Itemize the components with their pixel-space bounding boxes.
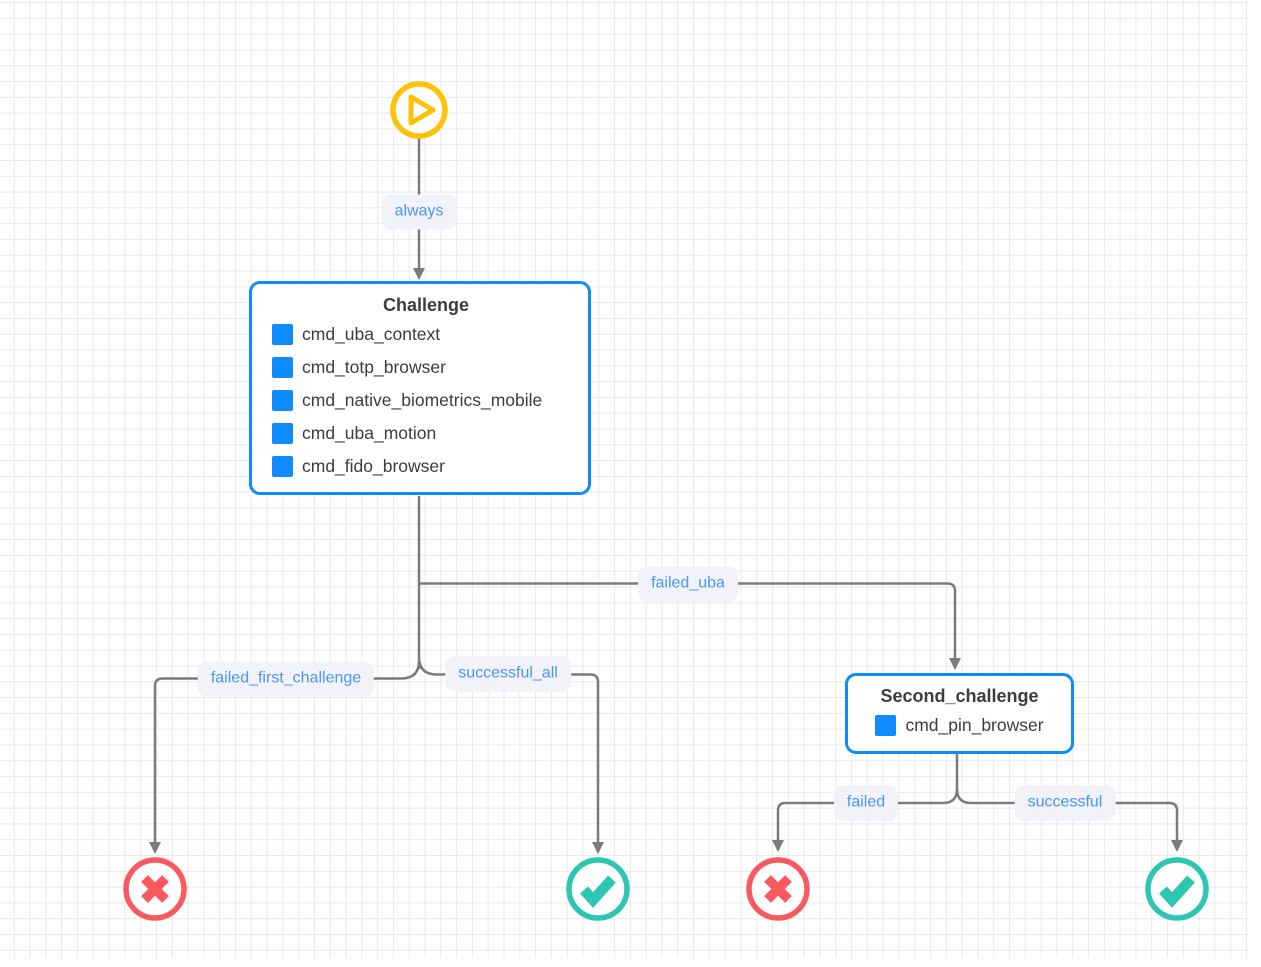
node-item[interactable]: cmd_uba_motion <box>272 417 580 450</box>
command-square-icon <box>272 390 293 411</box>
start-circle <box>390 81 448 139</box>
fail-x-icon <box>764 875 792 903</box>
success-check-icon <box>580 875 616 908</box>
play-start-icon <box>408 94 436 126</box>
command-square-icon <box>875 715 897 736</box>
edge-successful[interactable] <box>955 788 1183 852</box>
edge-failed[interactable] <box>772 788 959 852</box>
edge-successful-all[interactable] <box>417 656 604 854</box>
node-second-challenge[interactable]: Second_challenge cmd_pin_browser <box>845 673 1074 754</box>
success-check-icon <box>1159 875 1195 908</box>
command-square-icon <box>272 324 293 345</box>
node-challenge[interactable]: Challenge cmd_uba_context cmd_totp_brows… <box>249 281 591 495</box>
edge-label-successful-all[interactable]: successful_all <box>445 656 571 692</box>
node-item[interactable]: cmd_pin_browser <box>860 709 1059 742</box>
terminal-fail-left[interactable] <box>123 857 187 921</box>
node-item[interactable]: cmd_fido_browser <box>272 450 580 483</box>
terminal-success-left[interactable] <box>566 857 630 921</box>
start-node[interactable] <box>390 81 448 139</box>
node-item[interactable]: cmd_totp_browser <box>272 351 580 384</box>
node-item-label: cmd_pin_browser <box>905 715 1044 735</box>
node-item[interactable]: cmd_native_biometrics_mobile <box>272 384 580 417</box>
edge-label-always[interactable]: always <box>381 194 457 230</box>
node-title: Challenge <box>382 295 470 315</box>
edge-label-failed-first-challenge[interactable]: failed_first_challenge <box>197 661 375 697</box>
edge-label-successful[interactable]: successful <box>1014 785 1116 821</box>
node-item[interactable]: cmd_uba_context <box>272 318 580 351</box>
edge-label-failed-uba[interactable]: failed_uba <box>638 566 738 602</box>
node-item-label: cmd_uba_context <box>302 324 441 344</box>
fail-x-icon <box>141 875 169 903</box>
terminal-fail-right[interactable] <box>746 857 810 921</box>
node-item-label: cmd_totp_browser <box>302 357 446 377</box>
terminal-success-right[interactable] <box>1145 857 1209 921</box>
edge-failed-uba[interactable] <box>419 582 961 670</box>
node-title: Second_challenge <box>880 686 1039 706</box>
edge-failed-first-challenge[interactable] <box>149 660 421 854</box>
command-square-icon <box>272 357 293 378</box>
node-item-label: cmd_fido_browser <box>302 456 445 476</box>
command-square-icon <box>272 456 293 477</box>
node-item-label: cmd_native_biometrics_mobile <box>302 390 543 410</box>
node-item-label: cmd_uba_motion <box>302 423 437 443</box>
command-square-icon <box>272 423 293 444</box>
edge-label-failed[interactable]: failed <box>833 785 899 821</box>
